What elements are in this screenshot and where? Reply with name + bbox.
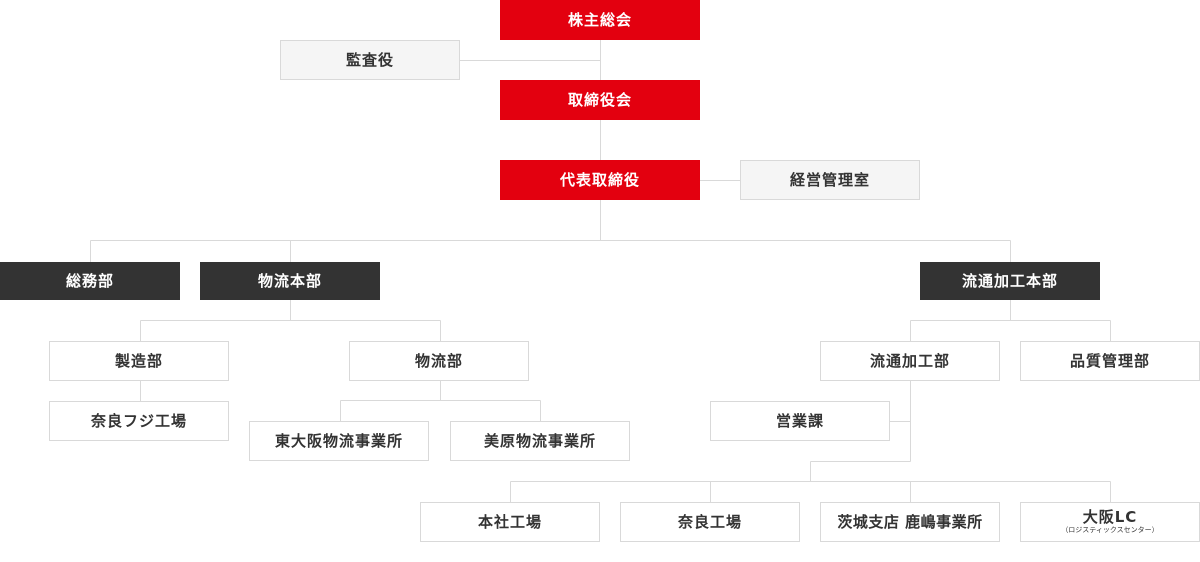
node-processing-dept: 流通加工部	[820, 341, 1000, 381]
node-nara-factory: 奈良工場	[620, 502, 800, 542]
node-sales: 営業課	[710, 401, 890, 441]
node-nara-fuji-factory: 奈良フジ工場	[49, 401, 229, 441]
node-quality-control: 品質管理部	[1020, 341, 1200, 381]
node-logistics-dept: 物流部	[349, 341, 529, 381]
node-higashi-osaka-office: 東大阪物流事業所	[249, 421, 429, 461]
node-head-factory: 本社工場	[420, 502, 600, 542]
node-mihara-office: 美原物流事業所	[450, 421, 630, 461]
node-representative-director: 代表取締役	[500, 160, 700, 200]
node-management-office: 経営管理室	[740, 160, 920, 200]
node-processing-hq: 流通加工本部	[920, 262, 1100, 300]
node-auditor: 監査役	[280, 40, 460, 80]
node-board-of-directors: 取締役会	[500, 80, 700, 120]
node-general-affairs: 総務部	[0, 262, 180, 300]
node-ibaraki-kashima-office: 茨城支店 鹿嶋事業所	[820, 502, 1000, 542]
osaka-lc-subtitle: （ロジスティックスセンター）	[1061, 526, 1159, 535]
node-manufacturing: 製造部	[49, 341, 229, 381]
node-shareholders-meeting: 株主総会	[500, 0, 700, 40]
node-logistics-hq: 物流本部	[200, 262, 380, 300]
node-osaka-lc: 大阪LC （ロジスティックスセンター）	[1020, 502, 1200, 542]
